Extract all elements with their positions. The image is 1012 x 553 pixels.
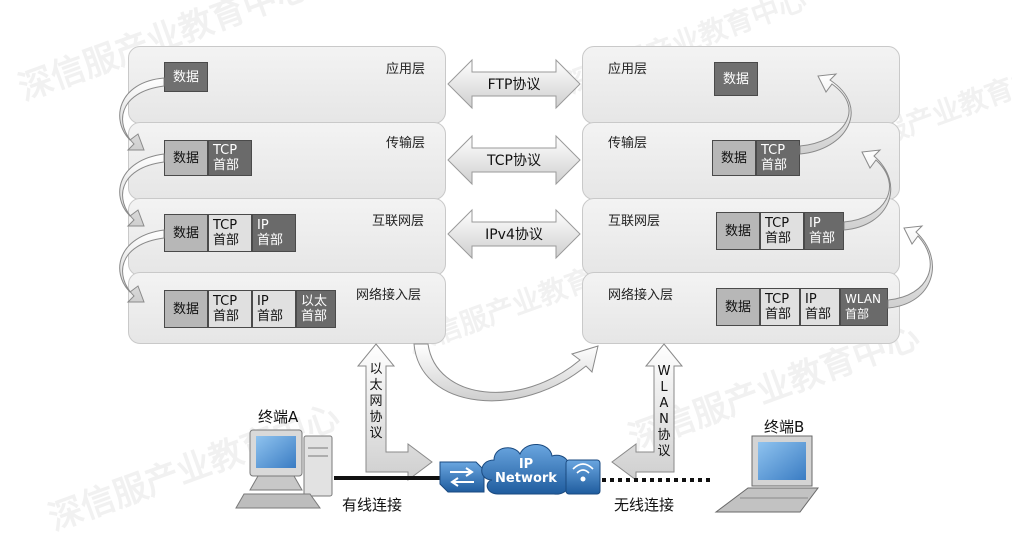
laptop-icon: [714, 435, 819, 513]
host-a-title: 终端A: [258, 408, 299, 426]
data-unit: 数据: [164, 140, 208, 176]
encapsulation-arrows: [119, 77, 165, 303]
layer-name: 互联网层: [372, 214, 425, 229]
ethernet-protocol-label: 以 太 网 协 议: [369, 362, 383, 441]
ethernet-header: 以太首部: [296, 290, 336, 328]
wlan-protocol-arrow: [611, 343, 684, 481]
layer-name: 传输层: [608, 136, 648, 151]
data-unit: 数据: [716, 288, 760, 326]
computer-icon: [235, 429, 333, 509]
ip-network-cloud-icon: [481, 444, 571, 495]
ipv4-protocol-label: IPv4协议: [485, 227, 543, 243]
layer-name: 应用层: [608, 62, 648, 77]
layer-name: 应用层: [386, 62, 426, 77]
switch-icon: [439, 461, 485, 493]
wlan-protocol-label: W L A N 协 议: [657, 364, 671, 459]
decapsulation-arrows: [799, 73, 933, 309]
tcp-double-arrow: [447, 134, 581, 186]
data-unit: 数据: [712, 140, 756, 176]
data-unit: 数据: [714, 62, 758, 96]
layer-name: 互联网层: [608, 214, 661, 229]
ftp-protocol-label: FTP协议: [487, 77, 541, 93]
ipv4-double-arrow: [447, 208, 581, 260]
data-unit: 数据: [164, 62, 208, 92]
data-unit: 数据: [164, 214, 208, 252]
data-unit: 数据: [716, 212, 760, 250]
wireless-access-point-icon: [565, 459, 601, 495]
ethernet-protocol-arrow: [356, 343, 433, 481]
transfer-curve-arrow: [413, 343, 599, 402]
host-b-title: 终端B: [764, 418, 805, 436]
wired-connection-label: 有线连接: [342, 496, 403, 514]
wireless-connection-label: 无线连接: [614, 496, 675, 514]
data-unit: 数据: [164, 290, 208, 328]
ftp-double-arrow: [447, 58, 581, 110]
layer-name: 网络接入层: [356, 288, 422, 303]
ip-network-label: IP Network: [495, 457, 557, 486]
layer-name: 网络接入层: [608, 288, 674, 303]
layer-name: 传输层: [386, 136, 426, 151]
tcp-protocol-label: TCP协议: [487, 153, 541, 169]
